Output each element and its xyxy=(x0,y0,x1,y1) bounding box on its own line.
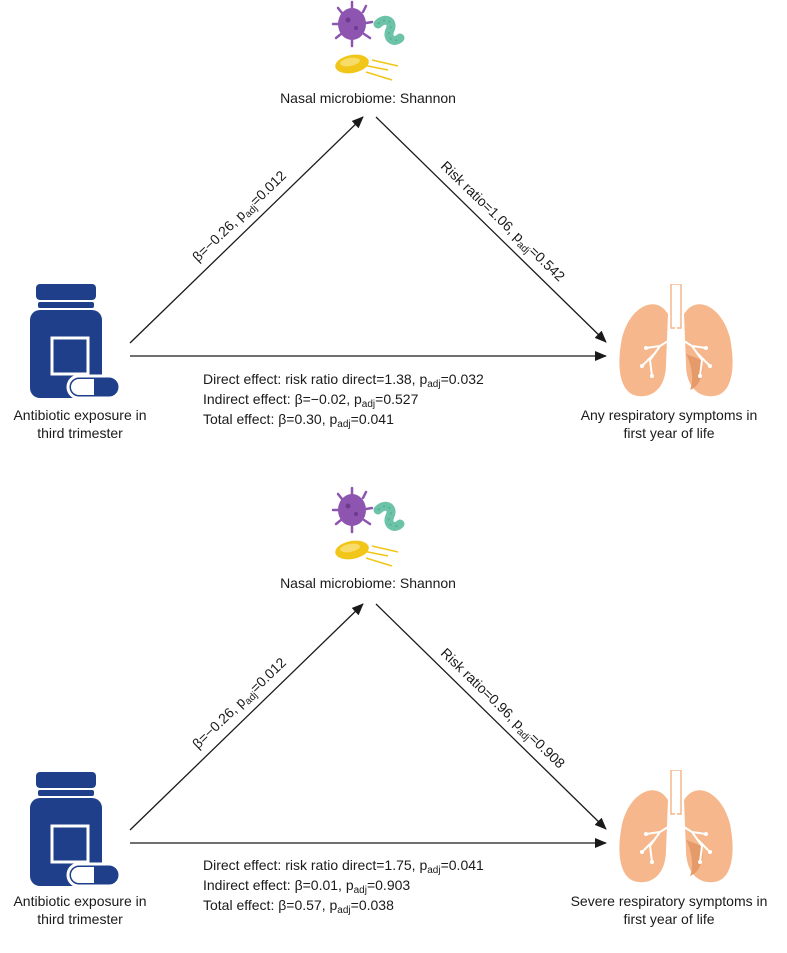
exposure-label-line2: third trimester xyxy=(37,911,123,927)
medicine-bottle-icon xyxy=(30,772,122,888)
lungs-icon xyxy=(619,284,733,397)
mediator-label: Nasal microbiome: Shannon xyxy=(280,90,456,106)
direct-effect: Direct effect: risk ratio direct=1.75, p… xyxy=(203,857,484,876)
exposure-label-line2: third trimester xyxy=(37,425,123,441)
arrow-mediator-to-outcome xyxy=(375,603,607,830)
indirect-effect: Indirect effect: β=0.01, padj=0.903 xyxy=(203,877,411,896)
arrows-layer xyxy=(129,603,607,848)
arrow-mediator-to-outcome xyxy=(375,116,607,343)
mediator-label: Nasal microbiome: Shannon xyxy=(280,575,456,591)
exposure-label-line1: Antibiotic exposure in xyxy=(13,407,147,423)
direct-effect: Direct effect: risk ratio direct=1.38, p… xyxy=(203,371,484,390)
exposure-label-line1: Antibiotic exposure in xyxy=(13,893,147,909)
microbes-icon xyxy=(331,0,405,81)
total-effect: Total effect: β=0.30, padj=0.041 xyxy=(203,411,394,430)
outcome-label-line1: Severe respiratory symptoms in xyxy=(570,893,768,909)
outcome-label-line2: first year of life xyxy=(623,425,715,441)
outcome-label: Severe respiratory symptoms in first yea… xyxy=(552,892,786,928)
exposure-label: Antibiotic exposure in third trimester xyxy=(0,406,165,442)
outcome-label: Any respiratory symptoms in first year o… xyxy=(562,406,776,442)
microbes-icon xyxy=(331,486,405,567)
effects-block: Direct effect: risk ratio direct=1.75, p… xyxy=(203,855,484,916)
total-effect: Total effect: β=0.57, padj=0.038 xyxy=(203,897,394,916)
lungs-icon xyxy=(619,770,733,883)
effects-block: Direct effect: risk ratio direct=1.38, p… xyxy=(203,369,484,430)
arrows-layer xyxy=(129,116,607,361)
outcome-label-line1: Any respiratory symptoms in xyxy=(580,407,758,423)
indirect-effect: Indirect effect: β=−0.02, padj=0.527 xyxy=(203,391,419,410)
arrow-exposure-to-mediator xyxy=(129,116,364,344)
mediation-diagram-severe-symptoms: Nasal microbiome: Shannon Antibiotic exp… xyxy=(0,486,787,953)
mediation-diagram-any-symptoms: Nasal microbiome: Shannon Antibiotic exp… xyxy=(0,0,787,467)
exposure-label: Antibiotic exposure in third trimester xyxy=(0,892,165,928)
arrow-exposure-to-mediator xyxy=(129,603,364,831)
medicine-bottle-icon xyxy=(30,284,122,400)
outcome-label-line2: first year of life xyxy=(623,911,715,927)
